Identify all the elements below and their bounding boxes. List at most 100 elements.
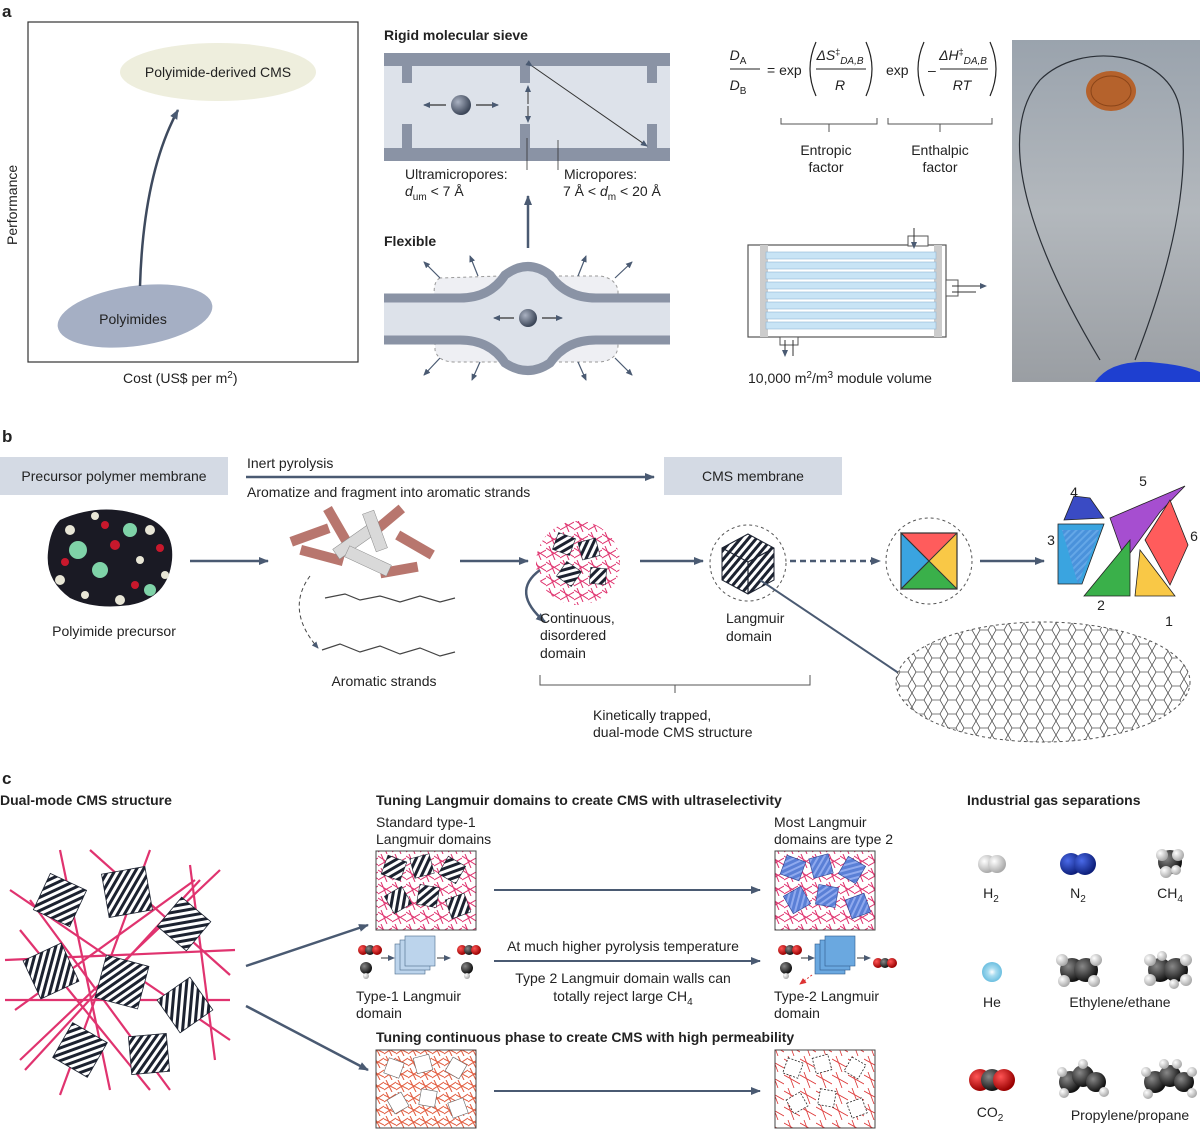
- ultramicropore-label: Ultramicropores:: [405, 166, 508, 182]
- most-label-1: Most Langmuir: [774, 814, 867, 830]
- polyimide-precursor-label: Polyimide precursor: [52, 623, 176, 639]
- cms-box: [664, 457, 842, 495]
- gas-molecule: [451, 95, 471, 115]
- ultramicropore-size: dum < 7 Å: [405, 183, 464, 203]
- trapped-label-2: dual-mode CMS structure: [593, 724, 753, 740]
- type2-domain-sieving: [778, 935, 897, 985]
- langmuir-domain-model: [709, 524, 925, 691]
- propylene-propane-label: Propylene/propane: [1071, 1107, 1190, 1123]
- disordered-domain-model: [524, 521, 620, 623]
- continuous-label-1: Continuous,: [540, 610, 615, 626]
- micropore-label: Micropores:: [564, 166, 637, 182]
- continuous-label-2: disordered: [540, 627, 606, 643]
- panel-a-label: a: [2, 2, 12, 21]
- svg-text:ΔS‡DA,B: ΔS‡DA,B: [815, 47, 863, 67]
- chart-xlabel: Cost (US$ per m2): [123, 370, 237, 386]
- ethylene-molecule-icon: [1056, 954, 1102, 987]
- trapped-bracket: [539, 675, 811, 693]
- rigid-sieve: Rigid molecular sieve: [384, 27, 670, 170]
- performance-arrow: [138, 109, 180, 287]
- langmuir-label-2: domain: [726, 628, 772, 644]
- svg-text:DB: DB: [730, 77, 747, 97]
- gas-molecule-flex: [519, 309, 537, 327]
- n2-molecule-icon: [1060, 853, 1096, 875]
- hollow-fiber-module: [747, 228, 987, 357]
- continuous-tuning-title: Tuning continuous phase to create CMS wi…: [376, 1029, 794, 1045]
- tetra-number-2: 2: [1097, 597, 1105, 613]
- colored-cube-model: [885, 517, 973, 605]
- type2-label-1: Type-2 Langmuir: [774, 988, 879, 1004]
- dual-mode-structure-model: [4, 849, 236, 1096]
- cms-ellipse: [120, 43, 316, 101]
- propane-molecule-icon: [1141, 1059, 1197, 1099]
- cms-box-label: CMS membrane: [702, 468, 804, 484]
- co2-molecule-icon: [969, 1069, 1015, 1091]
- penny-icon: [1086, 71, 1136, 111]
- arrow-to-continuous-tuning: [245, 1004, 369, 1072]
- continuous-label-3: domain: [540, 645, 586, 661]
- tetra-number-6: 6: [1190, 528, 1198, 544]
- polyimide-ellipse-label: Polyimides: [99, 311, 167, 327]
- aromatic-strands-label: Aromatic strands: [331, 673, 436, 689]
- continuous-phase-before: [375, 1049, 477, 1129]
- type1-label-1: Type-1 Langmuir: [356, 988, 461, 1004]
- chart-frame: [27, 21, 359, 363]
- diffusion-equation: DA DB = exp ΔS‡DA,B R exp – ΔH‡DA,B RT E…: [730, 41, 997, 175]
- n2-label: N2: [1070, 885, 1086, 905]
- svg-text:= exp: = exp: [767, 62, 802, 78]
- aromatize-label: Aromatize and fragment into aromatic str…: [247, 484, 530, 500]
- svg-text:factor: factor: [808, 159, 843, 175]
- he-atom-icon: [982, 962, 1002, 982]
- svg-text:exp: exp: [886, 62, 909, 78]
- continuous-phase-after: [774, 1049, 876, 1129]
- polyimide-ellipse: [57, 284, 213, 348]
- trapped-label-1: Kinetically trapped,: [593, 707, 711, 723]
- svg-text:Enthalpic: Enthalpic: [911, 142, 969, 158]
- type1-langmuir-box: [375, 850, 477, 931]
- he-label: He: [983, 994, 1001, 1010]
- most-label-2: domains are type 2: [774, 831, 893, 847]
- h2-label: H2: [983, 885, 999, 905]
- rigid-title: Rigid molecular sieve: [384, 27, 528, 43]
- type2-walls-label-2: totally reject large CH4: [553, 988, 693, 1008]
- svg-text:R: R: [835, 77, 845, 93]
- performance-cost-chart: Performance Cost (US$ per m2) Polyimide-…: [4, 21, 359, 386]
- tuning-langmuir-title: Tuning Langmuir domains to create CMS wi…: [376, 792, 782, 808]
- panel-b-label: b: [2, 427, 12, 446]
- panel-c-label: c: [2, 769, 11, 788]
- type2-langmuir-box: [774, 850, 876, 931]
- cms-ellipse-label: Polyimide-derived CMS: [145, 64, 291, 80]
- micropore-size: 7 Å < dm < 20 Å: [563, 183, 662, 203]
- tetra-number-3: 3: [1047, 532, 1055, 548]
- tetra-number-1: 1: [1165, 613, 1173, 629]
- precursor-box: [0, 457, 228, 495]
- higher-temp-label: At much higher pyrolysis temperature: [507, 938, 739, 954]
- tetra-number-5: 5: [1139, 473, 1147, 489]
- standard-label-1: Standard type-1: [376, 814, 476, 830]
- graphene-sheet-ellipse: [895, 621, 1191, 743]
- type2-label-2: domain: [774, 1005, 820, 1021]
- standard-label-2: Langmuir domains: [376, 831, 491, 847]
- pyrolysis-label: Inert pyrolysis: [247, 455, 333, 471]
- expansion-arrows: [423, 255, 633, 381]
- h2-molecule-icon: [978, 855, 1006, 873]
- ch4-molecule-icon: [1156, 849, 1184, 878]
- type1-domain-sieving: [358, 935, 481, 979]
- arrow-to-langmuir-tuning: [245, 923, 369, 968]
- polyimide-precursor-model: [47, 509, 173, 607]
- type2-walls-label-1: Type 2 Langmuir domain walls can: [515, 970, 731, 986]
- dual-mode-title: Dual-mode CMS structure: [0, 792, 172, 808]
- aromatic-strands-model: [289, 504, 456, 657]
- co2-label: CO2: [977, 1104, 1004, 1124]
- module-volume-label: 10,000 m2/m3 module volume: [748, 370, 932, 386]
- ch4-label: CH4: [1157, 885, 1183, 905]
- flexible-sieve: Flexible: [384, 233, 670, 381]
- svg-text:Entropic: Entropic: [800, 142, 851, 158]
- chart-ylabel: Performance: [4, 165, 20, 245]
- svg-text:DA: DA: [730, 47, 747, 67]
- svg-text:ΔH‡DA,B: ΔH‡DA,B: [938, 47, 987, 67]
- propylene-molecule-icon: [1057, 1059, 1109, 1098]
- gas-separation-title: Industrial gas separations: [967, 792, 1141, 808]
- exploded-tetrahedra: [1057, 485, 1189, 597]
